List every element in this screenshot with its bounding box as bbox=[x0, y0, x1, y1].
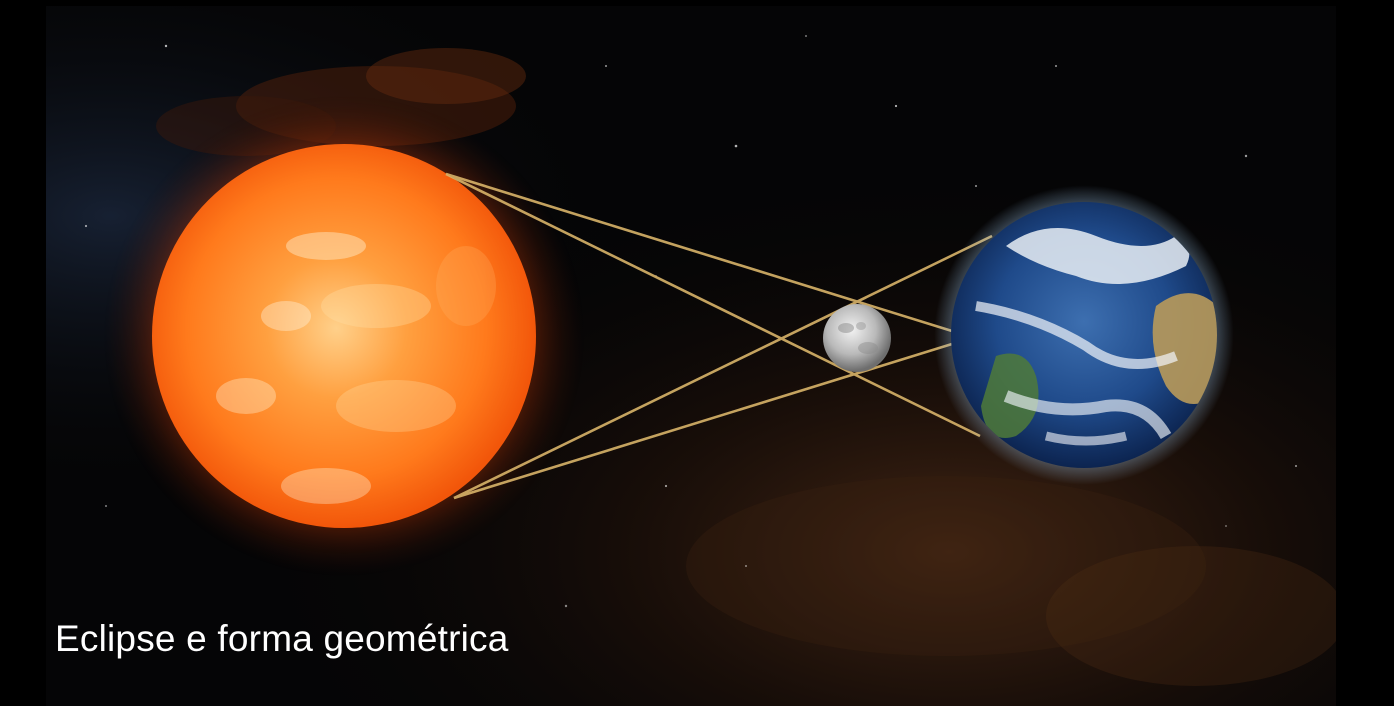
sun bbox=[104, 96, 584, 576]
earth bbox=[934, 185, 1234, 485]
eclipse-scene-svg bbox=[46, 6, 1336, 706]
caption-text: Eclipse e forma geométrica bbox=[55, 618, 509, 659]
eclipse-illustration: Eclipse e forma geométrica bbox=[46, 6, 1336, 706]
stars bbox=[84, 35, 1297, 608]
moon bbox=[823, 304, 891, 372]
